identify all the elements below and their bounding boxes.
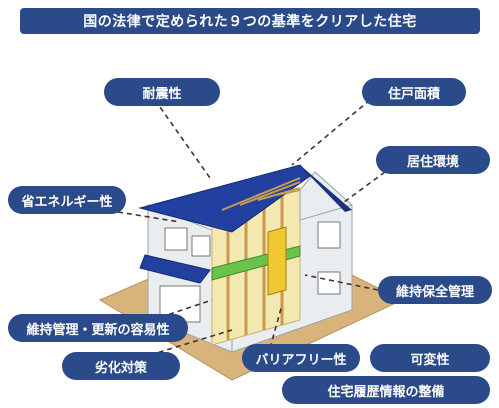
label-rireki: 住宅履歴情報の整備 xyxy=(282,376,490,404)
label-barrier-free: バリアフリー性 xyxy=(242,344,360,372)
leader-kyojukankyo xyxy=(339,171,386,206)
leader-jukomenseki xyxy=(291,99,371,166)
leader-shoenerugi xyxy=(117,211,181,223)
label-kahensei: 可変性 xyxy=(370,344,490,372)
roof-edge xyxy=(300,165,352,212)
label-taishinsei: 耐震性 xyxy=(104,78,220,106)
leader-taishinsei xyxy=(154,99,211,179)
label-ijikanri-koshin: 維持管理・更新の容易性 xyxy=(8,314,188,342)
side-window-lower xyxy=(317,271,341,295)
leader-barrier xyxy=(269,304,283,349)
door xyxy=(267,226,287,296)
roof-rafters xyxy=(221,177,301,211)
label-jukomenseki: 住戸面積 xyxy=(362,78,466,106)
gable-end xyxy=(299,171,354,221)
leader-ijihozen xyxy=(304,274,379,291)
front-window-upper xyxy=(164,227,188,251)
label-kyojukankyo: 居住環境 xyxy=(376,146,490,174)
label-shoenerugi: 省エネルギー性 xyxy=(8,186,126,214)
diagram-title: 国の法律で定められた９つの基準をクリアした住宅 xyxy=(20,8,480,34)
side-window xyxy=(317,221,341,249)
label-ijihozen: 維持保全管理 xyxy=(378,276,492,304)
canopy xyxy=(139,254,211,284)
label-rekkataisaku: 劣化対策 xyxy=(62,352,180,380)
front-window-upper-2 xyxy=(191,235,211,257)
